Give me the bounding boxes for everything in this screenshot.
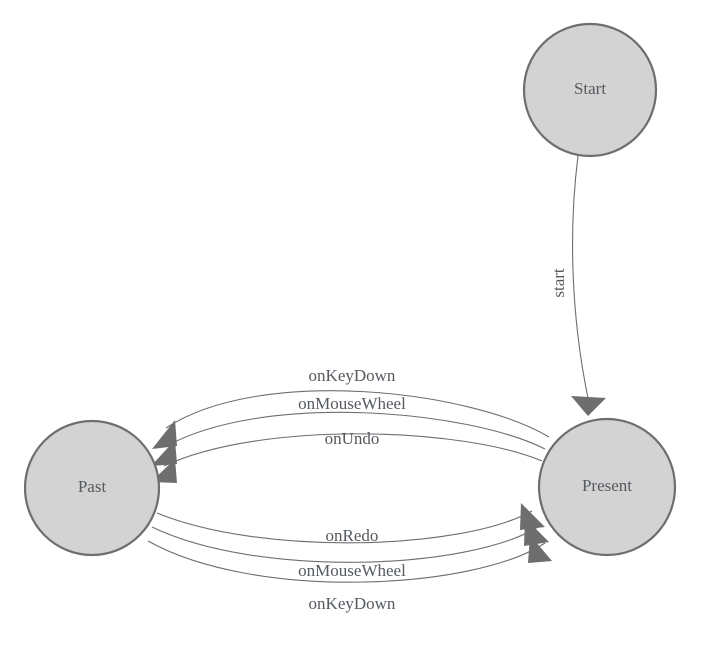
edge-present-to-past-onkeydown[interactable]: onKeyDown	[152, 366, 550, 449]
node-past[interactable]: Past	[23, 419, 161, 557]
edge-path-present-past-wheel	[164, 411, 546, 450]
arrowhead-present-past-keydown	[152, 420, 177, 449]
edge-start-to-present[interactable]: start	[549, 155, 606, 416]
edge-path-present-past-undo	[163, 433, 543, 467]
edge-label-onredo: onRedo	[326, 526, 379, 545]
edge-path-present-past-keydown	[165, 390, 550, 438]
edge-path-past-present-wheel	[151, 526, 539, 563]
edge-label-onkeydown-top: onKeyDown	[309, 366, 396, 385]
edge-label-onmousewheel-top: onMouseWheel	[298, 394, 406, 413]
arrowhead-present-past-wheel	[151, 440, 177, 466]
node-past-circle[interactable]	[23, 419, 161, 557]
node-start[interactable]: Start	[522, 22, 658, 158]
edge-label-onkeydown-bottom: onKeyDown	[309, 594, 396, 613]
arrowhead-past-present-keydown	[528, 535, 552, 563]
edge-past-to-present-onkeydown[interactable]: onKeyDown	[147, 535, 552, 613]
node-present[interactable]: Present	[537, 417, 677, 557]
edge-label-start: start	[549, 268, 568, 298]
edge-label-onmousewheel-bottom: onMouseWheel	[298, 561, 406, 580]
edge-past-to-present-onredo[interactable]: onRedo	[156, 503, 545, 545]
edge-path-past-present-keydown	[147, 540, 546, 583]
edge-label-onundo: onUndo	[325, 429, 380, 448]
node-past-label: Past	[78, 477, 107, 496]
edge-present-to-past-onundo[interactable]: onUndo	[151, 429, 543, 483]
node-start-circle[interactable]	[522, 22, 658, 158]
edge-past-to-present-onmousewheel[interactable]: onMouseWheel	[151, 518, 549, 580]
node-present-label: Present	[582, 476, 632, 495]
arrowhead-start-present	[571, 396, 606, 416]
node-present-circle[interactable]	[537, 417, 677, 557]
edge-present-to-past-onmousewheel[interactable]: onMouseWheel	[151, 394, 546, 466]
edge-path-past-present-redo	[156, 510, 533, 544]
node-start-label: Start	[574, 79, 606, 98]
edge-path-start-present	[572, 155, 589, 399]
